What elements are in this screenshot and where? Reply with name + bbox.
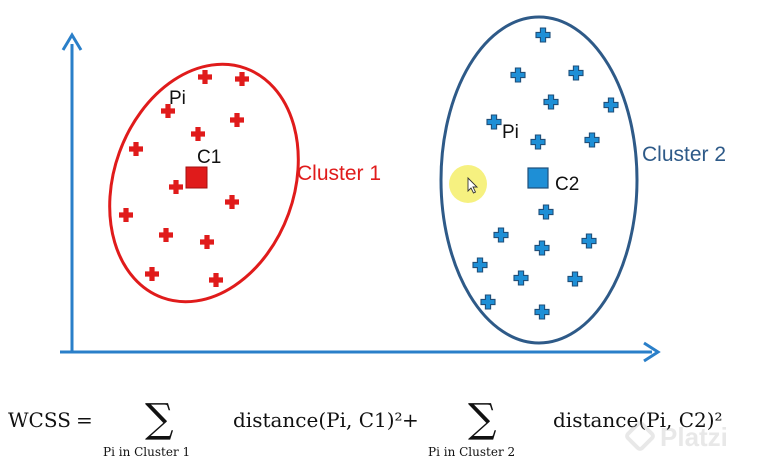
plus-marker-icon	[584, 132, 600, 148]
cluster-2-label: Cluster 2	[642, 143, 726, 166]
plus-marker-icon	[581, 233, 597, 249]
plus-marker-icon	[235, 72, 249, 86]
formula-equals: =	[76, 408, 93, 432]
centroid-square-icon	[185, 166, 208, 189]
platzi-logo-icon	[625, 421, 655, 451]
formula-plus: +	[402, 408, 419, 432]
cursor-arrow-icon	[467, 176, 479, 194]
cluster-1-ellipse	[108, 62, 300, 304]
x-axis-arrowhead	[643, 341, 661, 363]
platzi-watermark: Platzi	[625, 421, 728, 452]
cluster-1-label: Cluster 1	[297, 162, 381, 185]
plus-marker-icon	[513, 270, 529, 286]
plus-marker-icon	[567, 271, 583, 287]
formula-sigma-2: ∑	[468, 396, 497, 442]
cluster-2-point-label: Pi	[502, 122, 519, 143]
plus-marker-icon	[486, 114, 502, 130]
cursor-highlight	[449, 165, 487, 203]
formula-lhs: WCSS	[8, 408, 71, 432]
cluster-1-centroid-label: C1	[197, 147, 221, 168]
formula-term1: distance(Pi, C1)²	[233, 408, 403, 432]
plus-marker-icon	[209, 273, 223, 287]
plus-marker-icon	[538, 204, 554, 220]
plus-marker-icon	[568, 65, 584, 81]
cluster-2-centroid-label: C2	[555, 174, 579, 195]
centroid-square-icon	[527, 167, 549, 189]
formula-term1-subscript: Pi in Cluster 1	[103, 445, 190, 459]
plus-marker-icon	[119, 208, 133, 222]
cluster-2: Pi C2 Cluster 2	[439, 15, 726, 345]
plus-marker-icon	[603, 97, 619, 113]
plus-marker-icon	[534, 304, 550, 320]
plus-marker-icon	[159, 228, 173, 242]
plus-marker-icon	[543, 94, 559, 110]
formula-sigma-1: ∑	[145, 396, 174, 442]
formula-term2-subscript: Pi in Cluster 2	[428, 445, 515, 459]
cluster-2-ellipse	[439, 15, 639, 345]
y-axis-arrowhead	[61, 32, 83, 51]
axes	[60, 32, 661, 363]
plus-marker-icon	[200, 235, 214, 249]
wcss-formula: WCSS = ∑ Pi in Cluster 1 distance(Pi, C1…	[8, 396, 723, 459]
plus-marker-icon	[534, 240, 550, 256]
plus-marker-icon	[535, 27, 551, 43]
plus-marker-icon	[493, 227, 509, 243]
plus-marker-icon	[129, 142, 143, 156]
plus-marker-icon	[510, 67, 526, 83]
plus-marker-icon	[225, 195, 239, 209]
plus-marker-icon	[191, 127, 205, 141]
plus-marker-icon	[480, 294, 496, 310]
cluster-1-point-label: Pi	[169, 88, 186, 109]
watermark-text: Platzi	[660, 422, 728, 452]
plus-marker-icon	[472, 257, 488, 273]
plus-marker-icon	[198, 70, 212, 84]
cluster-1: Pi C1 Cluster 1	[108, 62, 381, 304]
plus-marker-icon	[530, 134, 546, 150]
formula-term2: distance(Pi, C2)²	[553, 408, 723, 432]
plus-marker-icon	[169, 180, 183, 194]
plus-marker-icon	[145, 267, 159, 281]
plus-marker-icon	[230, 113, 244, 127]
